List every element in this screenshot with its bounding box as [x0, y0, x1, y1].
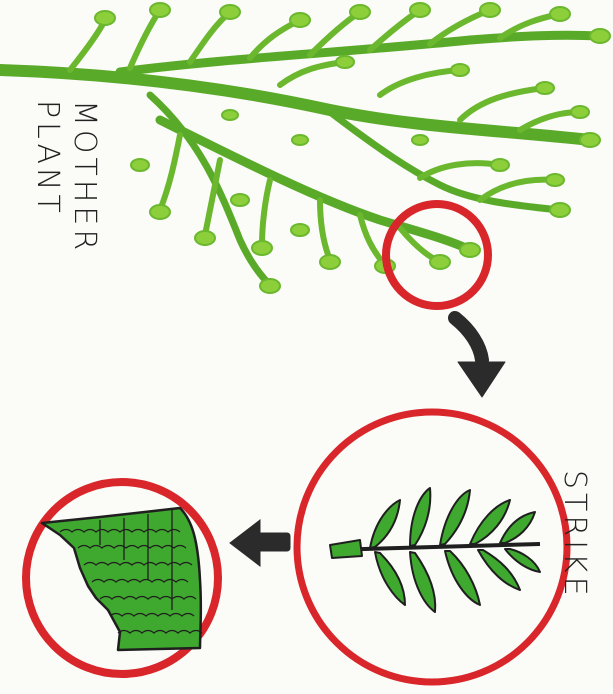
strike-cutting [330, 488, 540, 612]
arrow-left-icon [230, 520, 290, 566]
mother-plant-label: MOTHER PLANT [30, 100, 102, 254]
mother-label-line2: PLANT [30, 100, 65, 217]
strike-label-text: STRIKE [557, 470, 592, 600]
mother-label-line1: MOTHER [67, 100, 102, 254]
arrow-down-icon [455, 318, 505, 397]
scaly-cutting [42, 508, 202, 650]
strike-label: STRIKE [557, 470, 592, 600]
